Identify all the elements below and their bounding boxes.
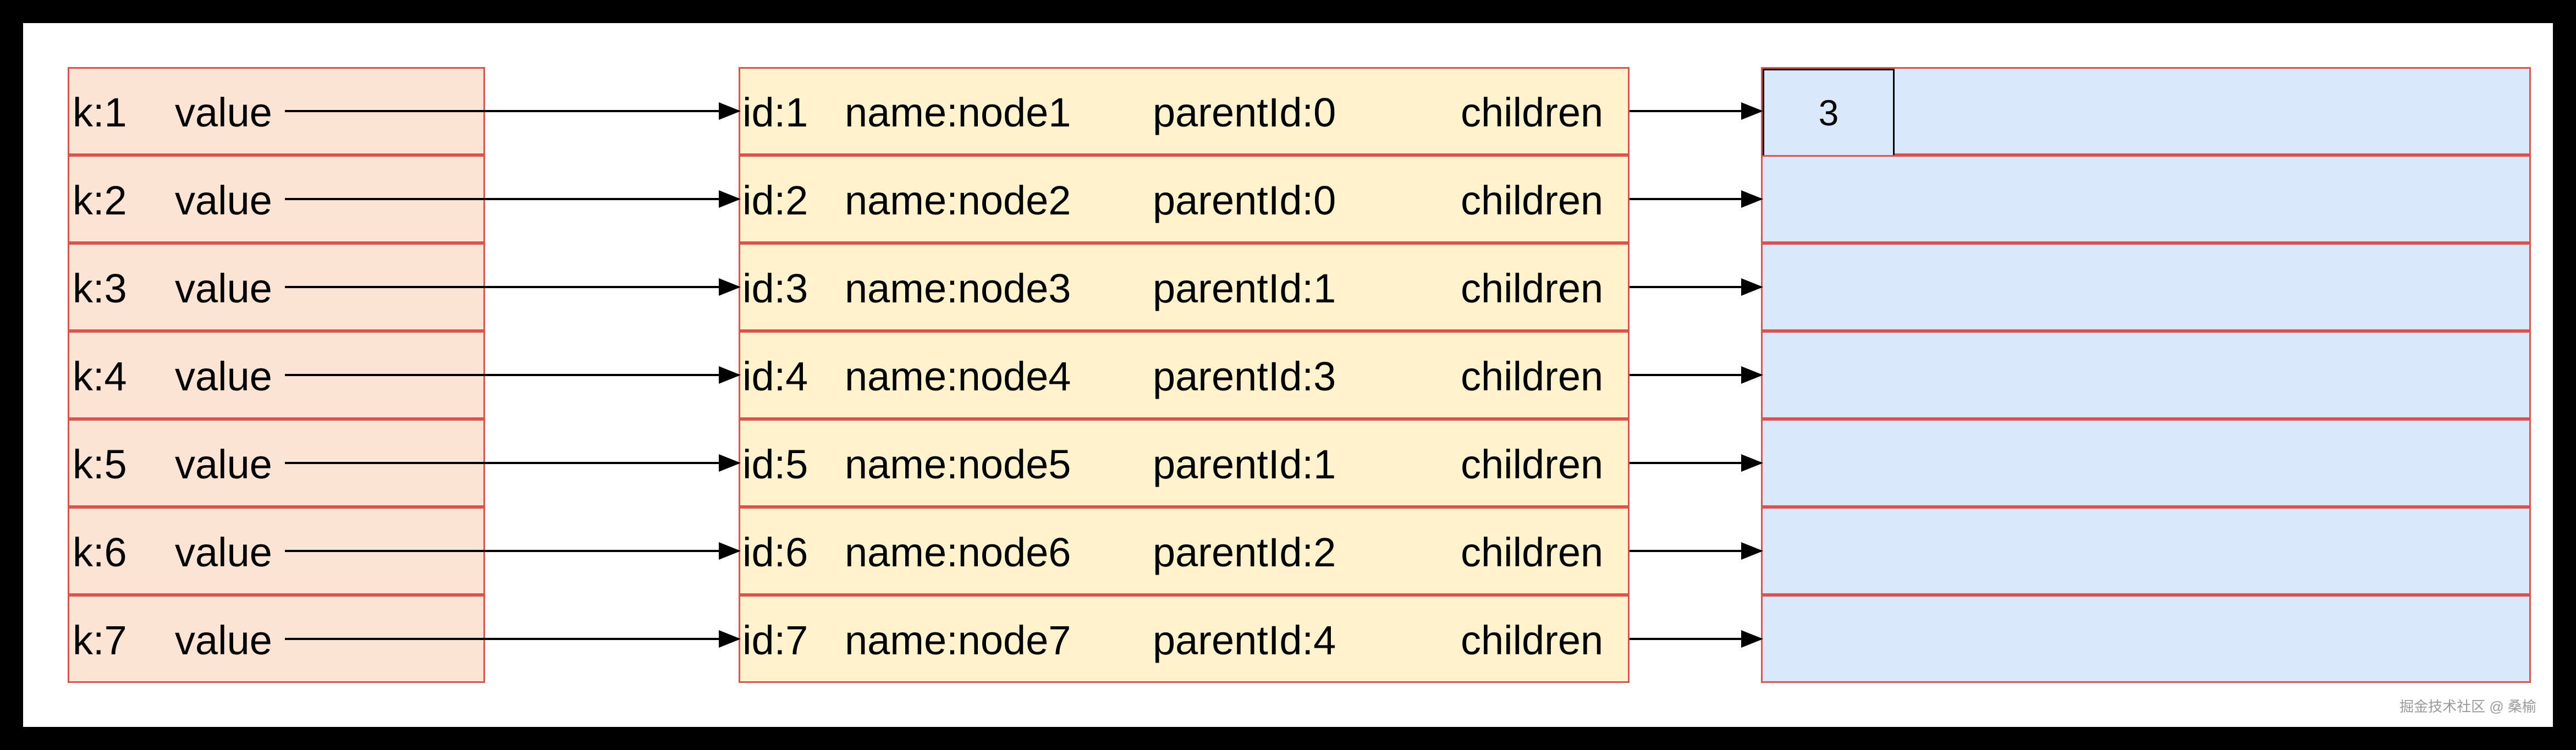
node-name: name:node4 — [845, 354, 1071, 399]
node-record: id:6 name:node6 parentId:2 children — [739, 507, 1630, 595]
node-parent-id: parentId:0 — [1153, 178, 1336, 223]
node-children-label: children — [1461, 90, 1604, 135]
node-id: id:3 — [742, 266, 808, 311]
children-list — [1761, 243, 2531, 331]
node-record: id:1 name:node1 parentId:0 children — [739, 67, 1630, 155]
node-parent-id: parentId:1 — [1153, 442, 1336, 487]
connector-layer — [285, 102, 1763, 648]
map-key: k:2 — [73, 178, 127, 223]
node-children-label: children — [1461, 354, 1604, 399]
node-parent-id: parentId:2 — [1153, 530, 1336, 575]
node-parent-id: parentId:3 — [1153, 354, 1336, 399]
map-value: value — [175, 617, 272, 663]
node-children-label: children — [1461, 442, 1604, 487]
children-list — [1761, 419, 2531, 507]
node-id: id:6 — [742, 530, 808, 575]
map-key: k:6 — [73, 530, 127, 575]
children-list — [1761, 331, 2531, 419]
children-list — [1761, 595, 2531, 683]
map-value: value — [175, 266, 272, 311]
node-id: id:2 — [742, 178, 808, 223]
node-id: id:1 — [742, 90, 808, 135]
node-parent-id: parentId:1 — [1153, 266, 1336, 311]
map-value: value — [175, 90, 272, 135]
children-list: 3 — [1761, 67, 2531, 157]
map-key: k:3 — [73, 266, 127, 311]
watermark: 掘金技术社区 @ 桑榆 — [2399, 698, 2536, 715]
node-name: name:node1 — [845, 90, 1071, 135]
node-name: name:node7 — [845, 617, 1071, 663]
node-id: id:7 — [742, 617, 808, 663]
map-value: value — [175, 354, 272, 399]
node-parent-id: parentId:4 — [1153, 617, 1336, 663]
node-record: id:4 name:node4 parentId:3 children — [739, 331, 1630, 419]
node-record: id:3 name:node3 parentId:1 children — [739, 243, 1630, 331]
map-value: value — [175, 530, 272, 575]
node-name: name:node3 — [845, 266, 1071, 311]
node-record: id:5 name:node5 parentId:1 children — [739, 419, 1630, 507]
node-children-label: children — [1461, 266, 1604, 311]
node-name: name:node2 — [845, 178, 1071, 223]
map-key: k:1 — [73, 90, 127, 135]
map-key: k:5 — [73, 442, 127, 487]
children-list — [1761, 155, 2531, 243]
map-value: value — [175, 442, 272, 487]
diagram-canvas: k:1 value k:2 value k:3 value k:4 value … — [23, 23, 2553, 727]
map-value: value — [175, 178, 272, 223]
node-children-label: children — [1461, 530, 1604, 575]
node-children-label: children — [1461, 617, 1604, 663]
children-list — [1761, 507, 2531, 595]
node-name: name:node6 — [845, 530, 1071, 575]
node-name: name:node5 — [845, 442, 1071, 487]
map-key: k:4 — [73, 354, 127, 399]
map-key: k:7 — [73, 617, 127, 663]
node-children-label: children — [1461, 178, 1604, 223]
node-id: id:4 — [742, 354, 808, 399]
node-record: id:2 name:node2 parentId:0 children — [739, 155, 1630, 243]
node-record: id:7 name:node7 parentId:4 children — [739, 595, 1630, 683]
node-parent-id: parentId:0 — [1153, 90, 1336, 135]
node-id: id:5 — [742, 442, 808, 487]
child-entry: 3 — [1763, 69, 1895, 157]
